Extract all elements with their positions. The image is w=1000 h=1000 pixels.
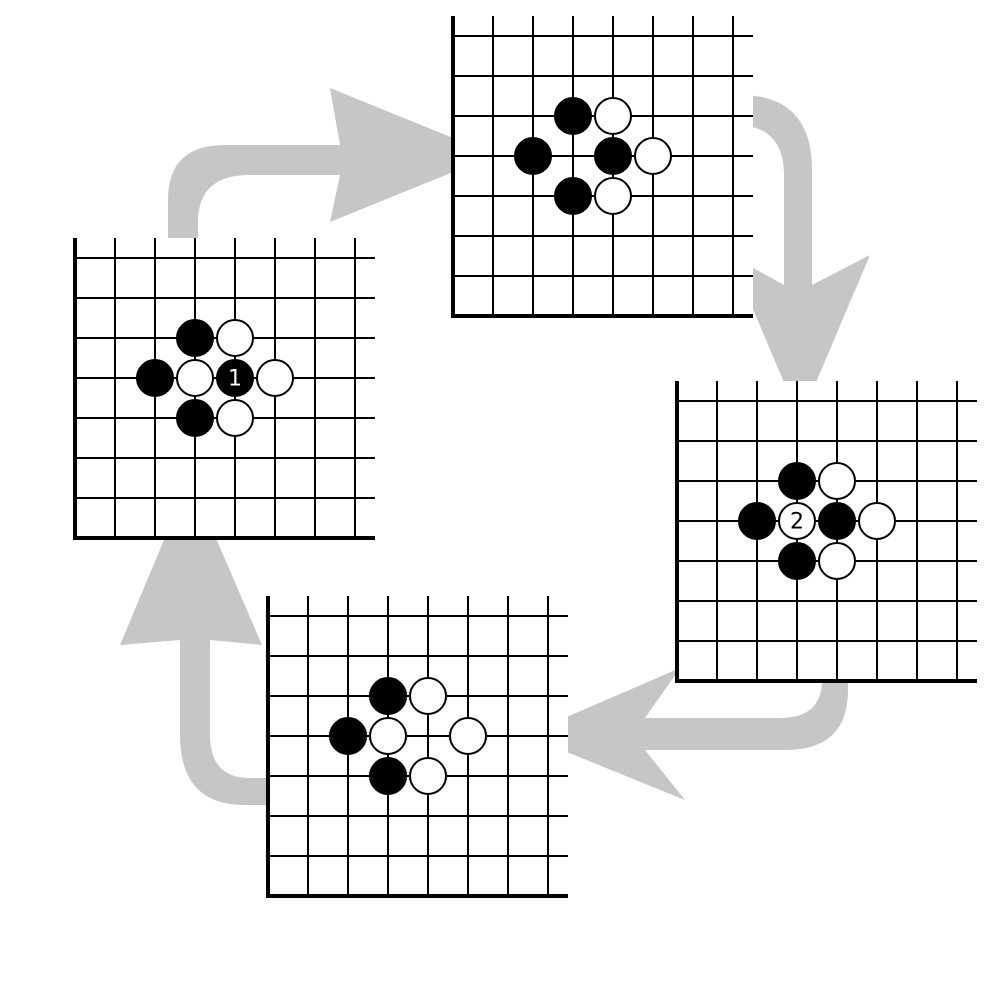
black-stone: [554, 97, 592, 135]
black-stone: [329, 717, 367, 755]
board-4: [266, 596, 568, 898]
white-stone: [449, 717, 487, 755]
white-stone: [216, 319, 254, 357]
black-stone: [216, 359, 254, 397]
arrow-board4-to-board1: [120, 478, 290, 805]
black-stone: [738, 502, 776, 540]
black-stone: [136, 359, 174, 397]
board-1: 1: [73, 238, 375, 540]
black-stone: [176, 399, 214, 437]
arrow-board3-to-board4: [525, 636, 848, 800]
black-stone: [176, 319, 214, 357]
cycle-arrows: [120, 88, 870, 805]
black-stone: [594, 137, 632, 175]
board-3: 2: [675, 381, 977, 683]
white-stone: [409, 677, 447, 715]
move-number-label: 2: [790, 510, 804, 535]
white-stone: [634, 137, 672, 175]
white-stone: [818, 462, 856, 500]
black-stone: [554, 177, 592, 215]
black-stone: [818, 502, 856, 540]
black-stone: [514, 137, 552, 175]
black-stone: [778, 462, 816, 500]
white-stone: [256, 359, 294, 397]
black-stone: [369, 677, 407, 715]
black-stone: [778, 542, 816, 580]
move-number-label: 1: [228, 367, 242, 392]
white-stone: [858, 502, 896, 540]
board-background: [267, 596, 568, 896]
white-stone: [176, 359, 214, 397]
white-stone: [216, 399, 254, 437]
white-stone: [818, 542, 856, 580]
white-stone: [594, 97, 632, 135]
boards: 12: [73, 16, 977, 898]
white-stone: [778, 502, 816, 540]
white-stone: [409, 757, 447, 795]
black-stone: [369, 757, 407, 795]
arrow-board2-to-board3: [700, 95, 870, 420]
white-stone: [594, 177, 632, 215]
arrow-board1-to-board2: [168, 88, 495, 258]
board-2: [451, 16, 753, 318]
white-stone: [369, 717, 407, 755]
